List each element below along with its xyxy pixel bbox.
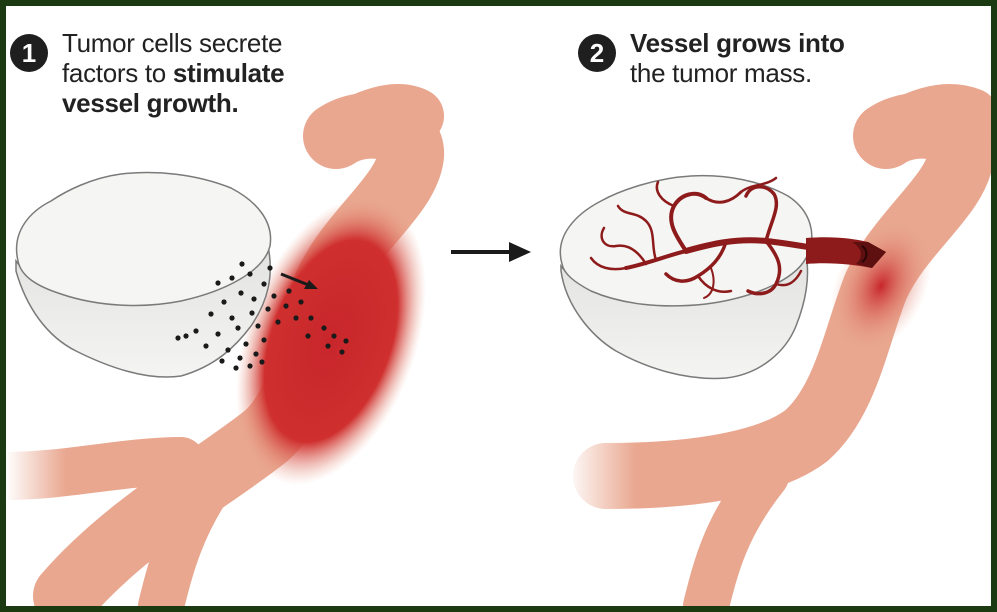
step-1-caption: Tumor cells secrete factors to stimulate… — [62, 28, 284, 118]
caption-bold-text: stimulate — [173, 58, 284, 88]
diagram-frame: 1 Tumor cells secrete factors to stimula… — [6, 6, 991, 606]
tumor-left — [16, 173, 271, 377]
step-number-badge: 2 — [578, 34, 616, 72]
caption-line: vessel growth. — [62, 88, 284, 118]
caption-line: Tumor cells secrete — [62, 28, 284, 58]
caption-line: factors to stimulate — [62, 58, 284, 88]
caption-text: factors to — [62, 58, 173, 88]
step-2: 2 Vessel grows into the tumor mass. — [578, 28, 845, 88]
arrow-right-icon — [451, 242, 531, 262]
caption-bold-text: vessel growth. — [62, 88, 238, 118]
tumor-right — [560, 176, 811, 379]
step-2-caption: Vessel grows into the tumor mass. — [630, 28, 845, 88]
blood-vessel-left — [6, 112, 462, 606]
step-1: 1 Tumor cells secrete factors to stimula… — [10, 28, 284, 118]
caption-line: the tumor mass. — [630, 58, 845, 88]
caption-line: Vessel grows into — [630, 28, 845, 58]
step-number-badge: 1 — [10, 34, 48, 72]
caption-bold-text: Vessel grows into — [630, 28, 845, 58]
